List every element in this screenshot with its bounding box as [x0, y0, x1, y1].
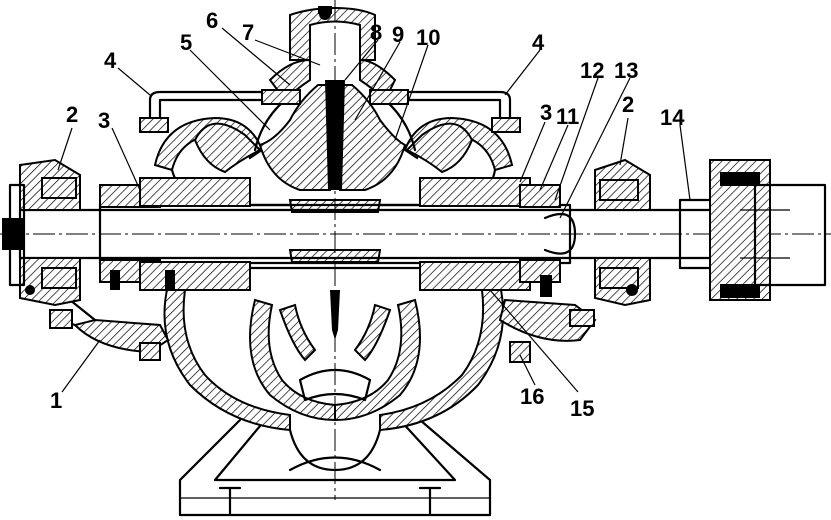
left-gland: [99, 177, 251, 291]
callout-12: 12: [580, 58, 604, 83]
callout-4-left: 4: [104, 48, 117, 73]
callout-5: 5: [180, 30, 192, 55]
callout-4-right: 4: [532, 30, 545, 55]
callout-16: 16: [520, 384, 544, 409]
callout-1: 1: [50, 388, 62, 413]
callout-6: 6: [206, 8, 218, 33]
pump-base: [178, 418, 492, 517]
callout-13: 13: [614, 58, 638, 83]
callout-7: 7: [242, 20, 254, 45]
right-bearing: [594, 158, 651, 307]
upper-casing: [153, 6, 514, 207]
callout-8: 8: [370, 20, 382, 45]
impeller: [258, 80, 407, 263]
coupling: [678, 159, 827, 301]
balance-pipes: [139, 89, 521, 133]
callout-3-right: 3: [540, 100, 552, 125]
shaft: [0, 0, 831, 500]
callouts: 1 2 2 3 3 4 4 5 6 7 8 9 10 11 12 13 14 1…: [50, 8, 685, 421]
callout-9: 9: [392, 22, 404, 47]
callout-3-left: 3: [98, 108, 110, 133]
callout-2-right: 2: [622, 92, 634, 117]
callout-10: 10: [416, 25, 440, 50]
left-end-cover: [49, 298, 170, 361]
callout-14: 14: [660, 105, 685, 130]
lower-casing: [163, 266, 505, 472]
right-gland: [419, 177, 577, 297]
left-bearing: [2, 158, 81, 307]
callout-15: 15: [570, 396, 594, 421]
leader-lines: [57, 27, 691, 393]
callout-2-left: 2: [66, 102, 78, 127]
right-end-cover: [498, 298, 597, 363]
callout-11: 11: [556, 104, 579, 129]
